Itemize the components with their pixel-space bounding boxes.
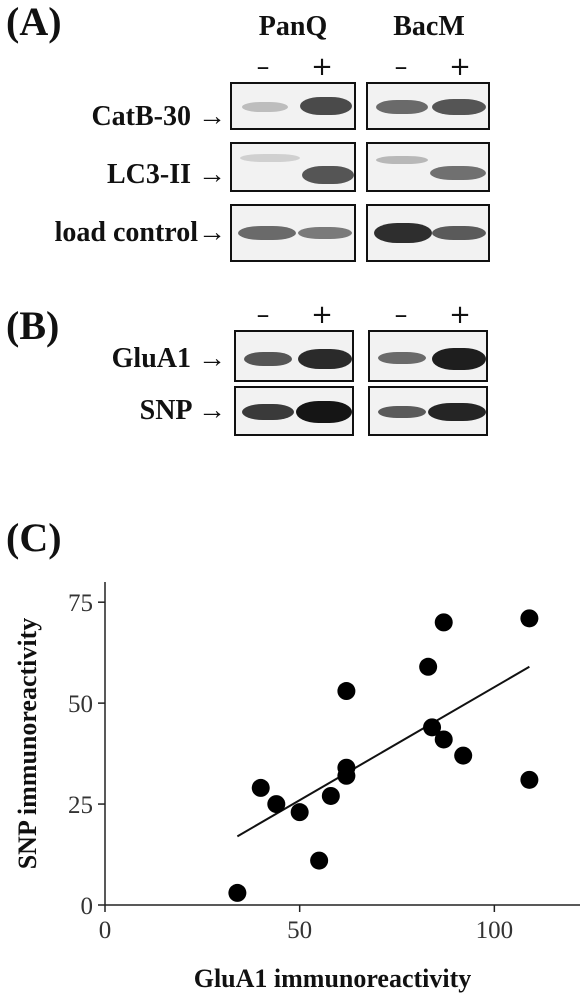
data-point bbox=[520, 770, 539, 789]
sign-plus: + bbox=[311, 300, 333, 330]
sign-minus: – bbox=[256, 300, 270, 330]
y-axis-label: SNP immunoreactivity bbox=[13, 618, 42, 870]
group-header-bacm: BacM bbox=[393, 11, 465, 42]
sign-minus: – bbox=[394, 52, 408, 82]
data-point bbox=[454, 746, 473, 765]
blot-lc3ii-bacm bbox=[366, 142, 490, 192]
data-point bbox=[321, 786, 340, 805]
y-tick-label: 50 bbox=[68, 691, 93, 718]
data-point bbox=[434, 730, 453, 749]
blot-lc3ii-panq bbox=[230, 142, 356, 192]
data-point bbox=[520, 609, 539, 628]
y-tick-label: 75 bbox=[68, 590, 93, 617]
data-point bbox=[423, 718, 442, 737]
data-point bbox=[434, 613, 453, 632]
x-tick-label: 100 bbox=[476, 917, 514, 944]
x-axis-label: GluA1 immunoreactivity bbox=[194, 964, 472, 993]
row-label-lc3ii: LC3-II → bbox=[106, 159, 226, 190]
data-point bbox=[290, 803, 309, 822]
data-point bbox=[337, 682, 356, 701]
sign-plus: + bbox=[449, 52, 471, 82]
sign-minus: – bbox=[256, 52, 270, 82]
blot-load-control-panq bbox=[230, 204, 356, 262]
x-tick-label: 0 bbox=[99, 917, 112, 944]
x-tick-label: 50 bbox=[287, 917, 312, 944]
panel-a-label: (A) bbox=[6, 0, 62, 44]
sign-plus: + bbox=[449, 300, 471, 330]
data-point bbox=[228, 883, 247, 902]
data-point bbox=[251, 778, 270, 797]
data-point bbox=[337, 766, 356, 785]
blot-snp-bacm bbox=[368, 386, 488, 436]
blot-glua1-panq bbox=[234, 330, 354, 382]
row-label-snp: SNP → bbox=[139, 395, 226, 426]
blot-snp-panq bbox=[234, 386, 354, 436]
row-label-catb30: CatB-30 → bbox=[91, 101, 226, 132]
data-point bbox=[267, 795, 286, 814]
data-point bbox=[310, 851, 329, 870]
sign-plus: + bbox=[311, 52, 333, 82]
y-tick-label: 25 bbox=[68, 792, 93, 819]
row-label-glua1: GluA1 → bbox=[111, 343, 226, 374]
panel-c-label: (C) bbox=[6, 515, 62, 560]
blot-glua1-bacm bbox=[368, 330, 488, 382]
y-tick-label: 0 bbox=[81, 893, 94, 920]
sign-minus: – bbox=[394, 300, 408, 330]
group-header-panq: PanQ bbox=[258, 11, 328, 42]
blot-catb30-bacm bbox=[366, 82, 490, 130]
blot-load-control-bacm bbox=[366, 204, 490, 262]
trendline bbox=[236, 665, 530, 838]
panel-b-label: (B) bbox=[6, 303, 60, 348]
data-point bbox=[419, 657, 438, 676]
row-label-load-control: load control→ bbox=[54, 217, 226, 248]
blot-catb30-panq bbox=[230, 82, 356, 130]
